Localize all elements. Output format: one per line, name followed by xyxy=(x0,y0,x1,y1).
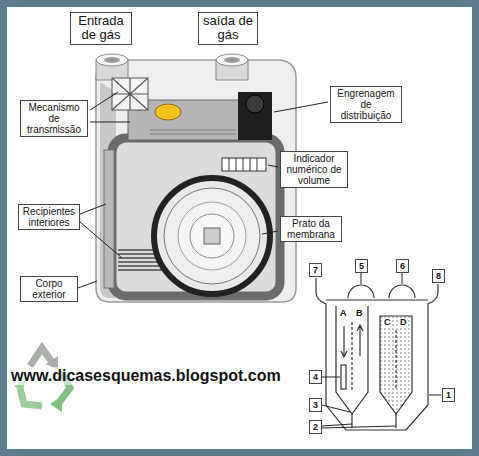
leader-line xyxy=(262,231,278,234)
meter-schematic xyxy=(357,325,363,356)
leader-line xyxy=(268,165,278,167)
membrane-plate xyxy=(164,188,260,284)
volume-indicator xyxy=(229,158,257,171)
inner-housing xyxy=(104,138,280,296)
gas-pipe xyxy=(224,57,240,63)
leader-line xyxy=(80,204,106,214)
meter-schematic xyxy=(389,285,415,298)
callout-number: 1 xyxy=(442,388,455,402)
chamber-letter: A xyxy=(339,309,348,319)
callout-text: 5 xyxy=(359,260,364,272)
leader-line xyxy=(361,273,362,284)
membrane-plate xyxy=(190,214,234,258)
callout-text: 3 xyxy=(313,399,318,411)
meter-schematic xyxy=(341,326,347,357)
label-box: Mecanismo de transmissão xyxy=(20,100,88,137)
leader-line xyxy=(78,281,97,288)
recycle-logo xyxy=(20,388,42,406)
meter-schematic xyxy=(316,278,438,430)
callout-number: 5 xyxy=(355,259,368,273)
label-text: Recipientes interiores xyxy=(22,206,76,228)
transmission-mechanism xyxy=(238,92,272,140)
gas-pipe xyxy=(216,54,248,66)
leader-line xyxy=(80,222,122,258)
callout-text: 1 xyxy=(446,389,451,401)
meter-schematic xyxy=(380,316,412,414)
callout-text: 2 xyxy=(313,421,318,433)
volume-indicator xyxy=(222,158,266,171)
callout-number: 7 xyxy=(309,263,322,277)
transmission-mechanism xyxy=(155,104,181,120)
label-text: Engrenagem de distribuição xyxy=(334,88,398,121)
transmission-mechanism xyxy=(150,130,236,134)
transmission-mechanism xyxy=(112,78,148,110)
gas-pipe xyxy=(96,54,128,66)
meter-schematic xyxy=(336,306,368,414)
meter-schematic xyxy=(341,365,346,389)
volume-indicator xyxy=(222,158,266,171)
label-text: Entrada de gás xyxy=(74,14,128,43)
transmission-mechanism xyxy=(246,95,264,113)
leader-line xyxy=(90,122,130,123)
transmission-mechanism xyxy=(112,78,148,110)
callout-text: 4 xyxy=(313,371,318,383)
label-text: Mecanismo de transmissão xyxy=(24,102,84,135)
leader-line xyxy=(322,377,340,378)
callout-number: 6 xyxy=(396,259,409,273)
label-text: saída de gás xyxy=(202,14,254,43)
leader-line xyxy=(322,426,396,428)
meter-schematic xyxy=(348,285,374,298)
watermark: www.dicasesquemas.blogspot.com xyxy=(10,367,282,385)
callout-text: 7 xyxy=(313,264,318,276)
label-box: Entrada de gás xyxy=(70,12,132,45)
chamber-letter: B xyxy=(355,309,364,319)
leader-line xyxy=(322,424,352,426)
label-box: Engrenagem de distribuição xyxy=(330,86,402,123)
transmission-mechanism xyxy=(112,78,272,140)
membrane-plate xyxy=(178,202,246,270)
leader-line xyxy=(78,92,328,288)
leader-line xyxy=(429,395,441,396)
meter-schematic xyxy=(351,322,352,390)
label-text: Corpo exterior xyxy=(24,278,74,300)
meter-schematic xyxy=(326,299,428,300)
leader-line xyxy=(322,405,350,412)
label-text: Indicador numérico de volume xyxy=(284,153,344,186)
meter-body xyxy=(96,60,296,302)
callout-text: 8 xyxy=(436,270,441,282)
inner-housing xyxy=(112,138,280,296)
label-box: Prato da membrana xyxy=(280,216,342,242)
meter-body xyxy=(96,60,296,302)
callout-number: 8 xyxy=(432,269,445,283)
recycle-logo xyxy=(50,396,62,412)
leader-line xyxy=(322,273,441,428)
label-box: Recipientes interiores xyxy=(18,204,80,230)
leader-line xyxy=(90,92,118,110)
inner-housing xyxy=(104,150,114,288)
membrane-plate xyxy=(204,228,220,244)
leader-line xyxy=(274,102,328,112)
label-box: saída de gás xyxy=(198,12,258,45)
label-box: Corpo exterior xyxy=(20,276,78,302)
chamber-letter: C xyxy=(383,318,392,328)
membrane-plate xyxy=(154,178,270,294)
meter-schematic xyxy=(316,278,438,430)
gas-pipe xyxy=(104,57,120,63)
gas-pipe xyxy=(96,54,248,80)
label-text: Prato da membrana xyxy=(284,218,338,240)
label-box: Indicador numérico de volume xyxy=(280,151,348,188)
meter-body xyxy=(100,82,116,298)
callout-number: 3 xyxy=(309,398,322,412)
callout-text: 6 xyxy=(400,260,405,272)
callout-number: 2 xyxy=(309,420,322,434)
meter-schematic xyxy=(395,330,396,390)
callout-number: 4 xyxy=(309,370,322,384)
leader-line xyxy=(402,273,403,284)
chamber-letter: D xyxy=(399,318,408,328)
membrane-plate xyxy=(154,178,270,294)
